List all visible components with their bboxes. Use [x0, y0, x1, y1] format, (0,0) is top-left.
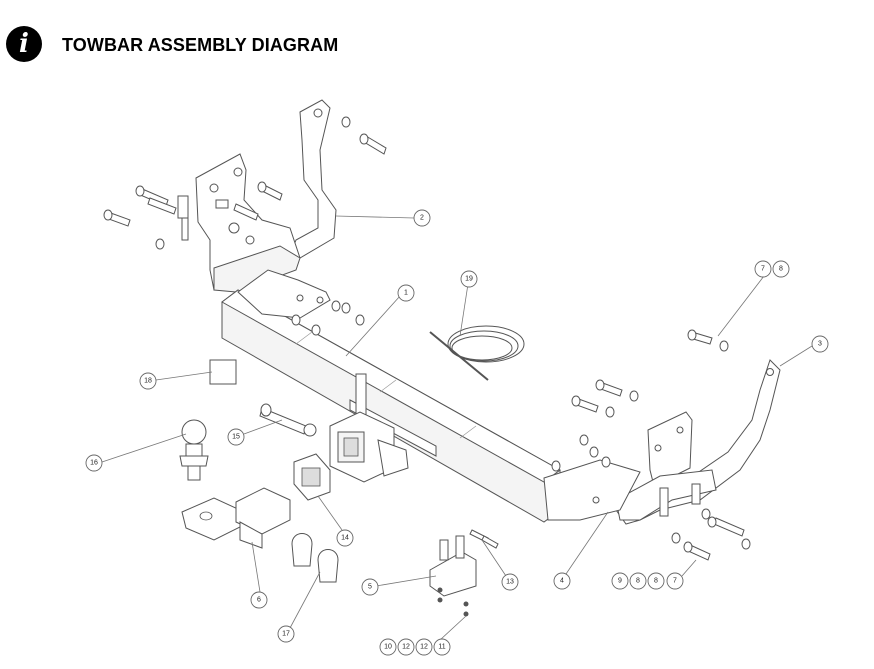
square-collar	[293, 453, 331, 501]
callout-15: 15	[227, 428, 245, 446]
left-bracket-part	[195, 99, 337, 293]
callout-18: 18	[139, 372, 157, 390]
svg-text:7: 7	[673, 578, 677, 585]
callout-12a: 12	[397, 638, 415, 656]
receiver-hitch	[329, 373, 437, 483]
svg-text:19: 19	[465, 276, 473, 283]
callout-16: 16	[85, 454, 103, 472]
callout-13: 13	[501, 573, 519, 591]
right-bracket-part	[543, 359, 781, 525]
leader-lines	[101, 215, 813, 641]
svg-text:4: 4	[560, 578, 564, 585]
callout-2: 2	[413, 209, 431, 227]
tow-ball	[179, 419, 209, 481]
callout-8c: 8	[647, 572, 665, 590]
callout-4: 4	[553, 572, 571, 590]
callout-8b: 8	[629, 572, 647, 590]
svg-text:10: 10	[384, 644, 392, 651]
svg-text:6: 6	[257, 597, 261, 604]
wiring-coil	[429, 325, 525, 381]
callout-5: 5	[361, 578, 379, 596]
svg-text:12: 12	[420, 644, 428, 651]
svg-text:16: 16	[90, 460, 98, 467]
info-icon: i	[6, 26, 42, 62]
ball-mount	[181, 487, 291, 549]
callout-9: 9	[611, 572, 629, 590]
svg-text:5: 5	[368, 584, 372, 591]
svg-text:13: 13	[506, 579, 514, 586]
svg-text:11: 11	[438, 644, 445, 651]
svg-text:14: 14	[341, 535, 349, 542]
small-bracket	[429, 529, 499, 617]
svg-text:17: 17	[282, 631, 290, 638]
svg-text:12: 12	[402, 644, 410, 651]
reflector-plate	[209, 359, 237, 385]
svg-text:9: 9	[618, 578, 622, 585]
callout-12b: 12	[415, 638, 433, 656]
svg-text:2: 2	[420, 215, 424, 222]
svg-text:15: 15	[232, 434, 240, 441]
bolts-top-left	[103, 116, 387, 250]
svg-text:8: 8	[779, 266, 783, 273]
header: i TOWBAR ASSEMBLY DIAGRAM	[0, 0, 874, 95]
callout-17: 17	[277, 625, 295, 643]
callout-3: 3	[811, 335, 829, 353]
callout-8: 8	[772, 260, 790, 278]
callout-7: 7	[754, 260, 772, 278]
hitch-pin	[259, 403, 317, 437]
bolts-left-mount	[291, 300, 365, 336]
svg-text:3: 3	[818, 341, 822, 348]
callout-7b: 7	[666, 572, 684, 590]
svg-text:18: 18	[144, 378, 152, 385]
callout-6: 6	[250, 591, 268, 609]
callout-19: 19	[460, 270, 478, 288]
main-crossbar	[221, 269, 561, 523]
shackles	[291, 533, 339, 583]
bolts-right	[551, 329, 751, 561]
page-title: TOWBAR ASSEMBLY DIAGRAM	[62, 35, 339, 55]
svg-text:1: 1	[404, 290, 408, 297]
callout-14: 14	[336, 529, 354, 547]
callout-1: 1	[397, 284, 415, 302]
callout-10: 10	[379, 638, 397, 656]
svg-text:8: 8	[654, 578, 658, 585]
callout-11: 11	[433, 638, 451, 656]
svg-text:7: 7	[761, 266, 765, 273]
svg-text:8: 8	[636, 578, 640, 585]
